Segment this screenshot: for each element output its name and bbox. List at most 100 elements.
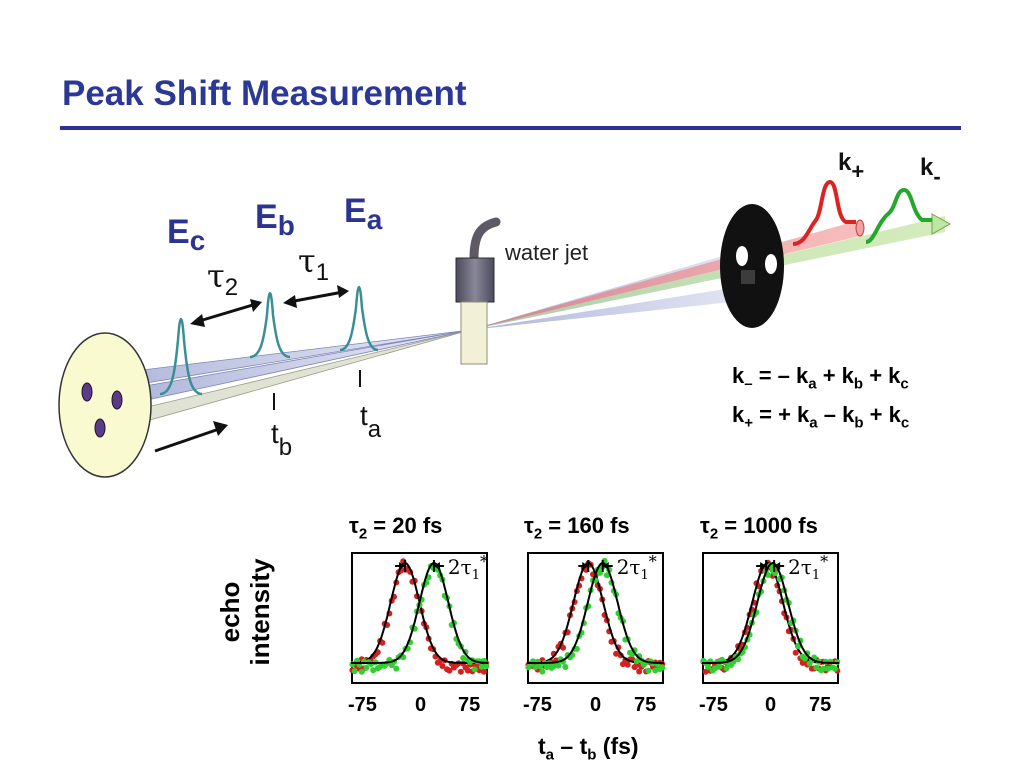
water-jet-hose xyxy=(469,217,501,263)
panel-1-series-1-point xyxy=(464,667,471,674)
label-eb: Eb xyxy=(255,198,295,241)
panel-1-tick-75: 75 xyxy=(458,694,481,716)
panel-1-tick-0: 0 xyxy=(415,694,427,716)
panel-3-tick-75: 75 xyxy=(809,694,832,716)
panel-1-fit-2 xyxy=(351,562,488,664)
panel-2-series-2-point xyxy=(555,662,562,669)
panel-2-series-2-point xyxy=(537,663,543,670)
kminus-beam-arrowhead xyxy=(931,213,952,235)
panel-2-tick-0: 0 xyxy=(590,694,602,716)
panel-3-shift-label: 2τ1* xyxy=(788,552,828,583)
label-ea: Ea xyxy=(344,192,383,235)
panel-1-shift-arrowhead-right xyxy=(433,562,440,570)
propagation-arrow-icon xyxy=(154,421,228,453)
beam-out-a xyxy=(470,248,750,330)
label-ec: Ec xyxy=(167,213,205,256)
panel-2-title: τ2 = 160 fs xyxy=(524,513,630,543)
panel-1-series-2-point xyxy=(363,664,370,671)
aperture-hole-1 xyxy=(736,246,748,266)
input-beams xyxy=(84,329,471,437)
panel-1-series-2-point xyxy=(351,668,358,675)
panel-2-series-2-point xyxy=(652,667,659,674)
signal-pulse-kminus xyxy=(865,187,932,244)
x-axis-label: ta – tb (fs) xyxy=(538,733,639,764)
panel-3-series-2-point xyxy=(825,665,831,672)
panel-3-shift-arrowhead-left xyxy=(760,562,767,570)
panel-1-series-2-point xyxy=(478,663,485,670)
signal-beam-kminus xyxy=(470,216,945,330)
panel-3-fit-2 xyxy=(702,561,839,664)
panel-3-frame xyxy=(702,552,839,684)
pulse-ec xyxy=(159,317,203,396)
panel-1-title: τ2 = 20 fs xyxy=(349,513,443,543)
panel-2-series-2-point xyxy=(603,572,610,579)
panel-2-tick-neg75: -75 xyxy=(523,694,552,716)
panel-3-series-1-point xyxy=(702,668,709,675)
water-jet-stream xyxy=(460,301,488,365)
panel-2-series-1-point xyxy=(636,668,643,675)
lens-hole-c xyxy=(94,418,106,438)
panel-3-tick-neg75: -75 xyxy=(699,694,728,716)
panel-3-series-2-point xyxy=(712,665,718,672)
panel-1-shift-arrowhead-left xyxy=(399,562,406,570)
panel-2-series-2-point xyxy=(659,664,666,671)
panel-1-series-2-point xyxy=(370,667,377,674)
panel-1-frame xyxy=(351,552,488,684)
water-jet-label: water jet xyxy=(504,240,588,265)
panel-1-series-2-point xyxy=(460,655,467,661)
lens-disk xyxy=(58,332,152,478)
delay-arrow-tau2 xyxy=(190,299,262,327)
lens-hole-a xyxy=(81,382,93,402)
panel-2-series-2-point xyxy=(645,667,652,674)
output-aperture xyxy=(720,204,784,328)
aperture-disk xyxy=(720,204,784,328)
panel-2-series-1-point xyxy=(624,661,631,668)
panel-3-series-1-point xyxy=(792,649,799,656)
lens-hole-b xyxy=(111,390,123,410)
panel-2-series-2-point xyxy=(573,645,580,652)
panel-2-series-1-point xyxy=(613,650,620,657)
delay-arrow-tau1 xyxy=(283,285,349,308)
label-tau1: τ1 xyxy=(298,242,329,286)
panel-1-series-1-point xyxy=(439,663,446,669)
panel-3-series-2-point xyxy=(802,655,808,662)
panel-1-series-2-point xyxy=(483,663,490,670)
signal-pulse-kplus xyxy=(792,179,856,246)
panel-2-shift-label: 2τ1* xyxy=(617,552,657,583)
panel-3-series-2-point xyxy=(813,664,820,671)
equation-kminus: k– = – ka + kb + kc xyxy=(732,363,909,393)
panel-1-series-1-point xyxy=(457,668,464,675)
panel-2-series-2-point xyxy=(633,658,640,665)
panel-2-series-2-point xyxy=(597,569,603,576)
panel-1-series-2-point xyxy=(393,665,400,672)
panel-3-series-2-point xyxy=(820,665,827,672)
panel-2-shift-arrowhead-right xyxy=(602,562,609,570)
title-underline xyxy=(60,126,961,130)
input-lens xyxy=(58,332,152,478)
panel-3-series-2-point xyxy=(795,643,801,649)
panel-3-series-2-point xyxy=(723,665,730,672)
panel-1-series-2-point xyxy=(358,668,365,675)
panel-2-series-2-point xyxy=(562,664,569,670)
label-kminus: k- xyxy=(920,154,941,189)
panel-3-tick-0: 0 xyxy=(765,694,777,716)
panel-1-series-2-point xyxy=(471,666,478,673)
equation-kplus: k+ = + ka – kb + kc xyxy=(732,402,910,432)
panel-2-frame xyxy=(527,552,664,684)
panel-3-series-2-point xyxy=(832,665,838,672)
label-kplus: k+ xyxy=(838,149,864,184)
label-tb: tb xyxy=(271,418,292,461)
water-jet xyxy=(455,217,501,365)
label-ta: ta xyxy=(360,400,382,443)
aperture-block xyxy=(741,270,755,284)
panel-1-tick-neg75: -75 xyxy=(348,694,377,716)
y-axis-label: echo intensity xyxy=(215,558,275,666)
kplus-beam-tip xyxy=(855,219,865,237)
panel-3-series-2-point xyxy=(716,663,723,670)
label-tau2: τ2 xyxy=(207,257,238,301)
slide-title: Peak Shift Measurement xyxy=(62,74,467,113)
pulse-eb xyxy=(249,292,291,359)
panel-1-shift-label: 2τ1* xyxy=(448,552,488,583)
